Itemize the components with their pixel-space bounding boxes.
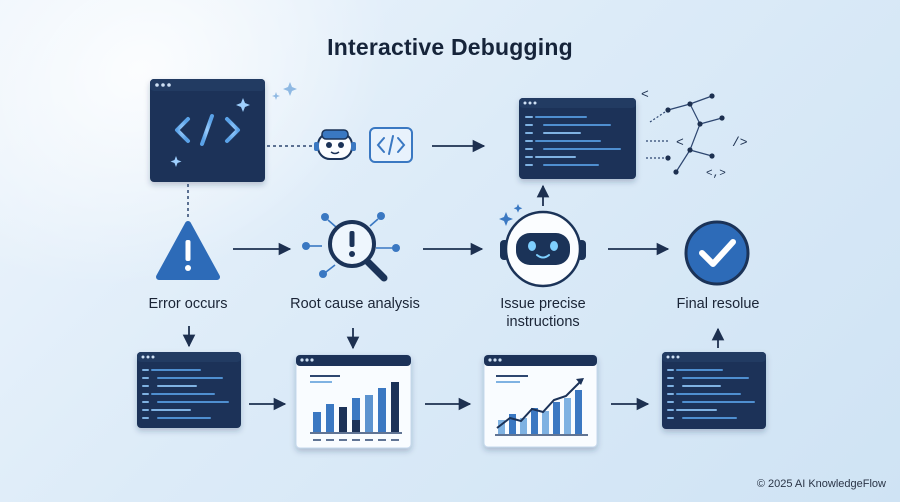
sparkle-icon xyxy=(283,82,297,96)
warning-triangle-icon xyxy=(156,221,220,280)
step-label-error-occurs: Error occurs xyxy=(148,296,228,312)
magnifier-analysis-icon xyxy=(302,212,400,282)
step-label-issue-precise-instructions: Issue precise instructions xyxy=(500,296,586,330)
code-editor-window xyxy=(150,79,265,182)
step-label-root-cause-analysis: Root cause analysis xyxy=(290,296,420,312)
code-window-bottom-left xyxy=(137,352,241,428)
code-brackets-icon xyxy=(175,114,240,146)
code-tile-icon xyxy=(369,127,413,163)
step-label-final-resolue: Final resolue xyxy=(676,296,760,312)
code-glyph: < xyxy=(676,135,684,150)
page-title: Interactive Debugging xyxy=(327,34,573,60)
sparkle-icon xyxy=(236,98,250,112)
code-network-graph xyxy=(646,95,723,173)
code-glyph: <,> xyxy=(706,168,726,180)
robot-assistant-icon xyxy=(499,204,586,288)
copyright-footer: © 2025 AI KnowledgeFlow xyxy=(756,478,886,490)
code-glyph: /> xyxy=(732,135,748,150)
robot-helper-icon xyxy=(314,129,356,160)
trend-chart-window xyxy=(483,354,598,448)
checkmark-success-icon xyxy=(684,220,750,286)
code-glyph: < xyxy=(641,87,649,102)
code-window-top-right xyxy=(519,98,636,179)
analysis-chart-window xyxy=(295,354,412,449)
code-window-bottom-right xyxy=(662,352,766,429)
